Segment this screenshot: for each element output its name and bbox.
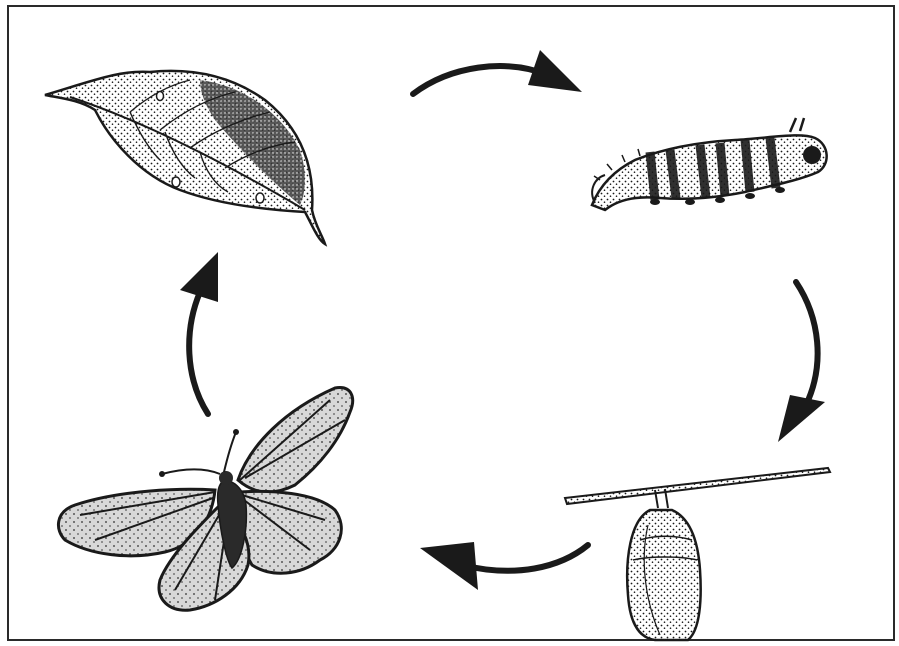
butterfly-icon	[58, 388, 352, 611]
egg	[172, 177, 180, 187]
caterpillar-icon	[592, 118, 827, 210]
egg	[157, 92, 164, 101]
leaf-with-eggs-icon	[45, 71, 325, 244]
arrow-right-icon	[778, 282, 825, 442]
arrow-bottom-icon	[420, 542, 588, 590]
egg	[256, 193, 264, 203]
arrow-top-icon	[413, 50, 582, 94]
arrow-left-icon	[180, 252, 218, 414]
chrysalis-icon	[565, 468, 830, 640]
